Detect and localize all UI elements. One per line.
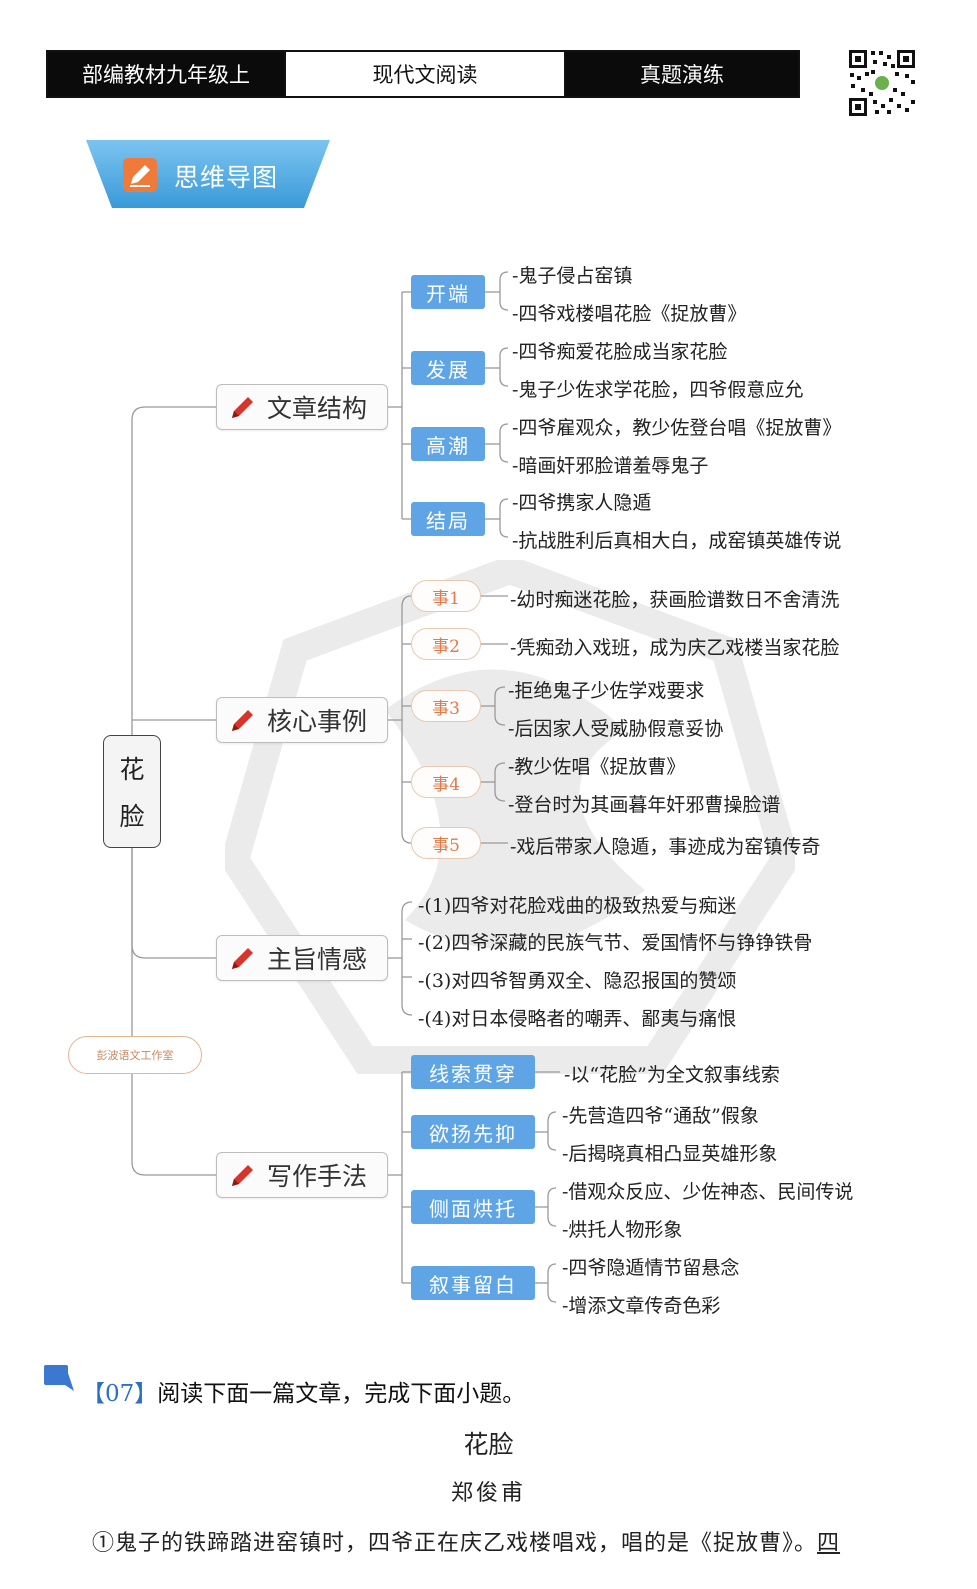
leaf-event-5: -教少佐唱《捉放曹》	[508, 756, 686, 778]
leaf-event-7: -戏后带家人隐遁，事迹成为窑镇传奇	[510, 836, 821, 858]
sub-technique-4: 叙事留白	[411, 1266, 535, 1300]
sub-structure-2: 发展	[411, 351, 485, 385]
sub-structure-4: 结局	[411, 502, 485, 536]
root-char-2: 脸	[119, 802, 145, 832]
leaf-technique-6: -四爷隐遁情节留悬念	[562, 1257, 740, 1279]
header-bar: 部编教材九年级上 现代文阅读 真题演练	[46, 50, 800, 98]
leaf-technique-7: -增添文章传奇色彩	[562, 1295, 721, 1317]
leaf-structure-1: -鬼子侵占窑镇	[512, 265, 633, 287]
leaf-event-2: -凭痴劲入戏班，成为庆乙戏楼当家花脸	[510, 637, 840, 659]
leaf-structure-7: -四爷携家人隐遁	[512, 492, 652, 514]
pencil-icon	[232, 948, 253, 969]
question-number: 【07】	[82, 1381, 158, 1407]
leaf-technique-2: -先营造四爷“通敌”假象	[562, 1105, 759, 1127]
leaf-structure-8: -抗战胜利后真相大白，成窑镇英雄传说	[512, 530, 842, 552]
branch-technique: 写作手法	[216, 1152, 388, 1198]
mindmap-root: 花 脸	[103, 735, 161, 848]
banner-label: 思维导图	[174, 163, 279, 192]
event-1: 事1	[411, 580, 481, 612]
question-prompt-line: 【07】阅读下面一篇文章，完成下面小题。	[82, 1374, 525, 1408]
header-topic: 现代文阅读	[284, 52, 566, 96]
leaf-technique-1: -以“花脸”为全文叙事线索	[564, 1064, 780, 1086]
paragraph-underlined-text: 四	[817, 1531, 841, 1556]
event-4: 事4	[411, 766, 481, 798]
qr-code-icon	[847, 48, 917, 118]
paragraph-text: ①鬼子的铁蹄踏进窑镇时，四爷正在庆乙戏楼唱戏，唱的是《捉放曹》。	[92, 1531, 818, 1556]
leaf-structure-6: -暗画奸邪脸谱羞辱鬼子	[512, 455, 709, 477]
branch-structure-label: 文章结构	[267, 394, 368, 423]
mindmap-connectors	[131, 271, 560, 1303]
leaf-technique-5: -烘托人物形象	[562, 1219, 683, 1241]
sub-technique-3: 侧面烘托	[411, 1190, 535, 1224]
event-5: 事5	[411, 827, 481, 859]
leaf-event-1: -幼时痴迷花脸，获画脸谱数日不舍清洗	[510, 589, 840, 611]
root-char-1: 花	[119, 754, 145, 784]
branch-events: 核心事例	[216, 697, 388, 743]
sub-technique-1: 线索贯穿	[411, 1055, 535, 1089]
branch-technique-label: 写作手法	[267, 1162, 368, 1191]
leaf-technique-3: -后揭晓真相凸显英雄形象	[562, 1143, 778, 1165]
leaf-structure-4: -鬼子少佐求学花脸，四爷假意应允	[512, 379, 804, 401]
branch-theme-label: 主旨情感	[267, 945, 368, 974]
leaf-structure-2: -四爷戏楼唱花脸《捉放曹》	[512, 303, 747, 325]
question-prompt: 阅读下面一篇文章，完成下面小题。	[157, 1381, 526, 1407]
header-section: 真题演练	[566, 52, 798, 96]
leaf-technique-4: -借观众反应、少佐神态、民间传说	[562, 1181, 854, 1203]
branch-events-label: 核心事例	[267, 707, 368, 736]
leaf-theme-2: -(2)四爷深藏的民族气节、爱国情怀与铮铮铁骨	[418, 932, 813, 954]
leaf-structure-5: -四爷雇观众，教少佐登台唱《捉放曹》	[512, 417, 842, 439]
pencil-icon	[232, 397, 253, 418]
event-3: 事3	[411, 690, 481, 722]
article-paragraph-1: ①鬼子的铁蹄踏进窑镇时，四爷正在庆乙戏楼唱戏，唱的是《捉放曹》。四	[92, 1525, 932, 1557]
sub-structure-1: 开端	[411, 275, 485, 309]
pencil-icon	[232, 1165, 253, 1186]
leaf-structure-3: -四爷痴爱花脸成当家花脸	[512, 341, 728, 363]
branch-theme: 主旨情感	[216, 935, 388, 981]
header-grade: 部编教材九年级上	[48, 52, 284, 96]
mindmap-banner	[86, 140, 330, 208]
bookmark-icon	[44, 1365, 74, 1391]
leaf-event-6: -登台时为其画暮年奸邪曹操脸谱	[508, 794, 781, 816]
sub-structure-3: 高潮	[411, 427, 485, 461]
leaf-theme-1: -(1)四爷对花脸戏曲的极致热爱与痴迷	[418, 895, 737, 917]
leaf-theme-4: -(4)对日本侵略者的嘲弄、鄙夷与痛恨	[418, 1008, 737, 1030]
studio-badge: 彭波语文工作室	[68, 1036, 202, 1074]
article-author: 郑俊甫	[450, 1481, 526, 1506]
sub-technique-2: 欲扬先抑	[411, 1115, 535, 1149]
branch-structure: 文章结构	[216, 384, 388, 430]
leaf-theme-3: -(3)对四爷智勇双全、隐忍报国的赞颂	[418, 970, 737, 992]
event-2: 事2	[411, 628, 481, 660]
leaf-event-3: -拒绝鬼子少佐学戏要求	[508, 680, 705, 702]
leaf-event-4: -后因家人受威胁假意妥协	[508, 718, 724, 740]
article-title: 花脸	[463, 1430, 514, 1459]
pencil-icon	[232, 710, 253, 731]
